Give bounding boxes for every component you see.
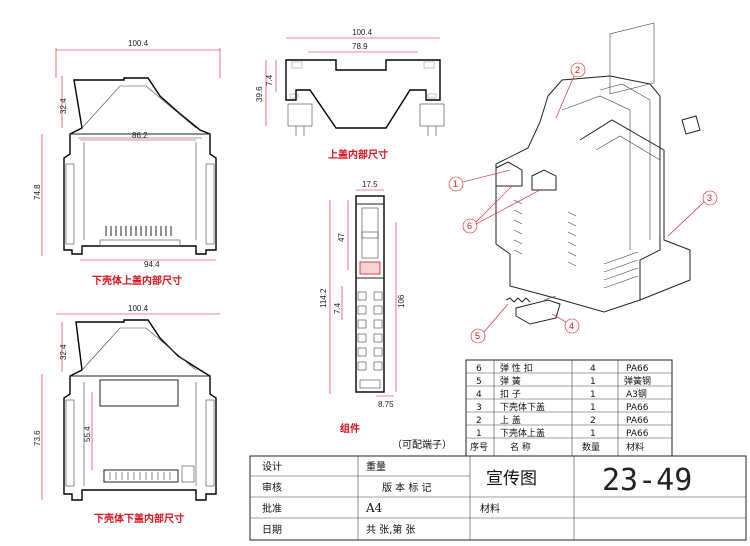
svg-text:下壳体上盖: 下壳体上盖 <box>500 427 545 439</box>
vent-slots-lower-upper <box>105 226 172 236</box>
svg-text:弹簧钢: 弹簧钢 <box>624 375 651 387</box>
label-date: 日期 <box>262 524 282 536</box>
svg-text:材料: 材料 <box>626 441 644 453</box>
dim-bottom: 94.4 <box>144 260 160 269</box>
svg-text:2: 2 <box>476 416 482 426</box>
svg-text:名 称: 名 称 <box>510 441 531 453</box>
dim-width-top: 100.4 <box>128 39 149 48</box>
dim-top-h: 32.4 <box>59 98 68 114</box>
label-version: 版 本 标 记 <box>382 481 432 494</box>
dim-height: 74.8 <box>33 184 42 200</box>
svg-text:1: 1 <box>476 429 482 439</box>
svg-text:1: 1 <box>590 390 596 400</box>
svg-text:6: 6 <box>467 221 472 231</box>
caption-top-cover: 上盖内部尺寸 <box>328 148 388 161</box>
svg-text:1: 1 <box>453 179 458 189</box>
svg-text:扣 子: 扣 子 <box>500 388 521 400</box>
svg-text:2: 2 <box>575 65 580 75</box>
balloon-2: 2 <box>555 62 586 119</box>
view-lower-cover: 100.4 32.4 73.6 55.4 下壳体下盖内部尺寸 <box>33 304 220 525</box>
view-isometric: 1 2 3 4 5 6 <box>448 22 718 344</box>
svg-text:1: 1 <box>590 403 596 413</box>
paper-size: A4 <box>365 501 383 515</box>
svg-text:弹 簧: 弹 簧 <box>500 375 521 387</box>
label-weight: 重量 <box>366 460 386 473</box>
balloon-3: 3 <box>667 190 718 237</box>
svg-text:PA66: PA66 <box>626 364 649 374</box>
balloon-4: 4 <box>551 313 580 334</box>
balloon-5: 5 <box>470 303 509 344</box>
dim-asm-width: 17.5 <box>362 180 378 189</box>
svg-text:4: 4 <box>590 364 596 374</box>
svg-text:数量: 数量 <box>582 441 600 453</box>
caption-assembly: 组件 <box>340 422 360 435</box>
svg-text:弹 性 扣: 弹 性 扣 <box>500 362 533 374</box>
svg-text:4: 4 <box>569 321 574 331</box>
svg-text:A3钢: A3钢 <box>626 388 647 400</box>
svg-text:1: 1 <box>590 377 596 387</box>
vent-slots-lower-cover <box>109 472 171 480</box>
parts-table: 6 弹 性 扣 4 PA66 5 弹 簧 1 弹簧钢 4 扣 子 1 A3钢 3… <box>465 359 673 457</box>
svg-text:2: 2 <box>590 416 596 426</box>
view-top-cover: 100.4 78.9 39.6 7.4 上盖内部尺寸 <box>255 28 445 161</box>
dim-asm-47: 47 <box>337 233 346 242</box>
view-assembly: 17.5 47 114.2 106 7.4 8.75 组件 <box>319 180 406 435</box>
label-material: 材料 <box>480 502 500 515</box>
label-design: 设计 <box>262 460 282 473</box>
svg-text:6: 6 <box>476 364 482 374</box>
caption-lower-cover: 下壳体下盖内部尺寸 <box>94 512 184 525</box>
note-terminals: （可配端子） <box>392 438 452 451</box>
balloon-1: 1 <box>448 169 511 192</box>
balloon-6: 6 <box>462 185 541 234</box>
drawing-title: 宣传图 <box>486 469 537 489</box>
svg-text:PA66: PA66 <box>626 403 649 413</box>
dim-top-height: 39.6 <box>255 86 264 102</box>
dim-lc-height: 73.6 <box>33 430 42 446</box>
dim-lc-width-top: 100.4 <box>128 304 149 313</box>
svg-text:PA66: PA66 <box>626 416 649 426</box>
drawing-number: 23-49 <box>602 463 692 498</box>
label-sheets: 共 张,第 张 <box>366 523 416 536</box>
svg-text:下壳体下盖: 下壳体下盖 <box>500 401 545 413</box>
dim-lc-top-h: 32.4 <box>59 344 68 360</box>
dim-inner: 86.2 <box>132 131 148 140</box>
svg-text:1: 1 <box>590 429 596 439</box>
svg-text:上 盖: 上 盖 <box>500 414 521 426</box>
svg-text:3: 3 <box>476 403 482 413</box>
svg-text:序号: 序号 <box>470 441 488 453</box>
caption-lower-upper: 下壳体上盖内部尺寸 <box>92 274 182 287</box>
svg-text:3: 3 <box>707 193 712 203</box>
title-block: 设计 审核 批准 日期 重量 版 本 标 记 A4 共 张,第 张 材料 宣传图… <box>249 455 747 541</box>
svg-text:4: 4 <box>476 390 482 400</box>
dim-asm-114: 114.2 <box>319 288 328 308</box>
dim-top-step: 7.4 <box>265 74 274 86</box>
label-approve: 批准 <box>262 502 282 515</box>
dim-top-width-outer: 100.4 <box>352 28 373 37</box>
dim-asm-74: 7.4 <box>333 302 342 314</box>
svg-text:5: 5 <box>476 377 482 387</box>
svg-text:PA66: PA66 <box>626 429 649 439</box>
svg-text:5: 5 <box>475 331 480 341</box>
dim-lc-inner-h: 55.4 <box>83 426 92 442</box>
label-check: 审核 <box>262 481 282 494</box>
dim-top-width-inner: 78.9 <box>352 42 368 51</box>
dim-asm-875: 8.75 <box>378 400 394 409</box>
dim-asm-106: 106 <box>397 294 406 308</box>
view-lower-upper: 100.4 32.4 86.2 74.8 94.4 下壳体上盖内部尺寸 <box>33 39 221 287</box>
